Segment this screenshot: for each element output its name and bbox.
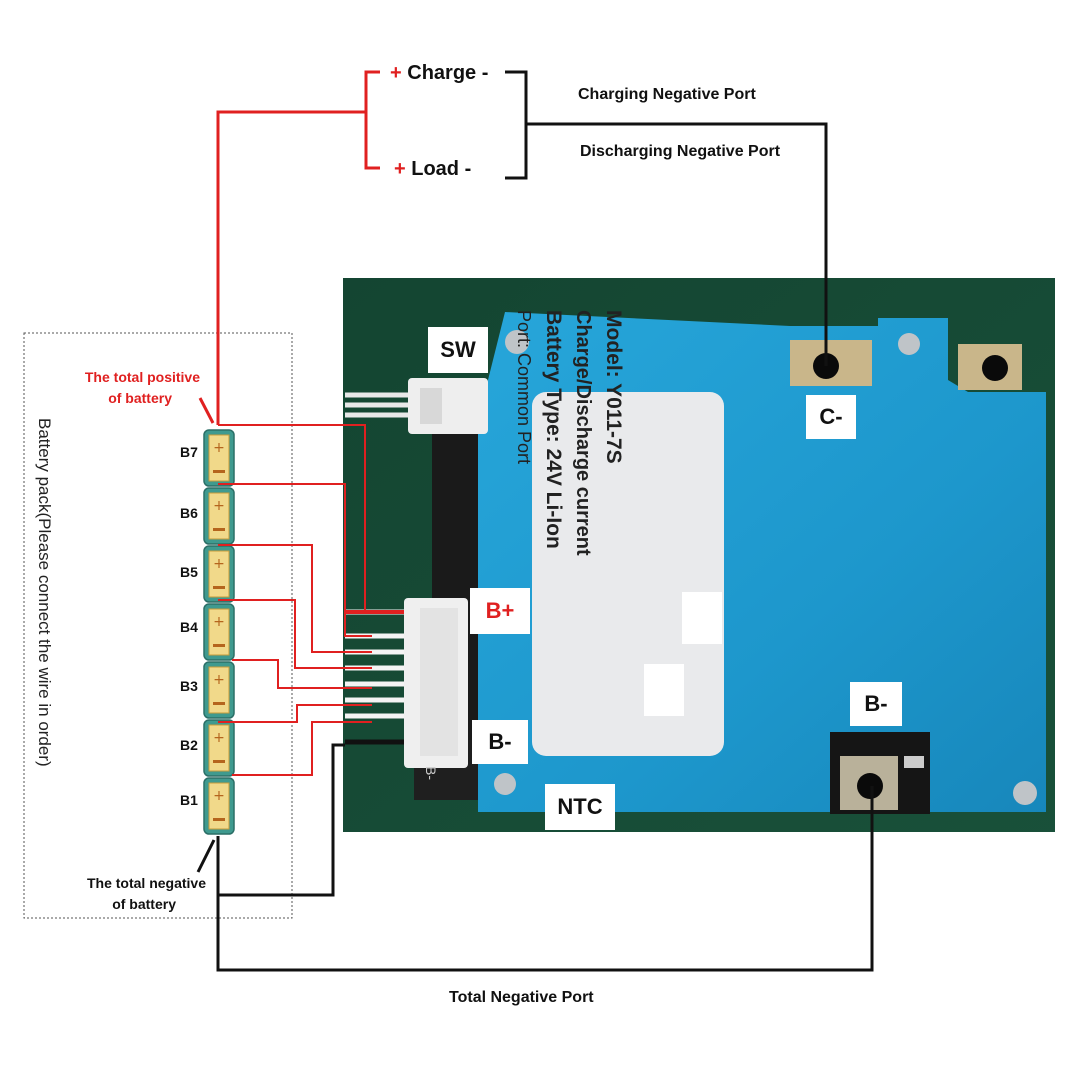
b-plus-sense-wire [218,424,366,612]
plus-icon: + [213,614,225,630]
minus-icon [213,644,225,647]
silk-b-minus: B- [423,766,439,780]
battery-cell-b1: + [203,777,235,835]
load-port-label: + Load - [394,158,472,180]
model-text: Model: Y011-7S [602,310,625,464]
cell-label-b4: B4 [180,619,198,635]
b-minus-connector-label: B- [472,720,528,764]
total-negative-port-label: Total Negative Port [449,989,594,1006]
cell-label-b3: B3 [180,678,198,694]
total-negative-label: The total negative of battery [86,875,206,912]
battery-cell-b7: + [203,429,235,487]
b-minus-wire [218,743,345,897]
total-positive-label: The total positive of battery [84,369,200,406]
b-minus-pad-label: B- [850,682,902,726]
plus-icon: + [213,788,225,804]
total-positive-wire [216,110,358,425]
plus-icon: + [213,440,225,456]
battery-cell-b4: + [203,603,235,661]
plus-icon: + [213,730,225,746]
battery-cell-b3: + [203,661,235,719]
cell-label-b2: B2 [180,737,198,753]
redaction-box [682,592,722,644]
b-plus-label: B+ [470,588,530,634]
plus-icon: + [213,672,225,688]
discharging-negative-port-label: Discharging Negative Port [580,143,781,160]
minus-icon [213,528,225,531]
charging-negative-port-label: Charging Negative Port [578,86,756,103]
minus-icon [213,470,225,473]
screw-icon [1013,781,1037,805]
negative-bracket [505,70,528,180]
product-label-sticker: Model: Y011-7S Charge/Discharge current … [514,310,724,756]
cell-label-b6: B6 [180,505,198,521]
battery-cell-b2: + [203,719,235,777]
c-minus-wire [526,122,828,366]
sw-label: SW [428,327,488,373]
battery-type-text: Battery Type: 24V Li-Ion [542,310,565,549]
positive-bracket [364,70,380,170]
c-minus-label: C- [806,395,856,439]
screw-icon [898,333,920,355]
cell-label-b7: B7 [180,444,198,460]
port-text: Port: Common Port [514,310,534,465]
charge-port-label: + Charge - [390,62,489,84]
battery-cell-b5: + [203,545,235,603]
cell-label-b5: B5 [180,564,198,580]
total-negative-wire [216,786,874,972]
minus-icon [213,586,225,589]
battery-pack-box [23,332,293,919]
minus-icon [213,818,225,821]
battery-cell-b6: + [203,487,235,545]
balance-wires [218,483,372,776]
plus-icon: + [213,556,225,572]
plus-icon: + [213,498,225,514]
current-text: Charge/Discharge current [572,310,594,556]
screw-icon [494,773,516,795]
cell-label-b1: B1 [180,792,198,808]
minus-icon [213,760,225,763]
battery-cells: + + + + + + + [203,429,235,835]
minus-icon [213,702,225,705]
screw-icon [505,330,529,354]
redaction-box [644,664,684,716]
battery-pack-label: Battery pack(Please connect the wire in … [35,418,54,767]
ntc-label: NTC [545,784,615,830]
